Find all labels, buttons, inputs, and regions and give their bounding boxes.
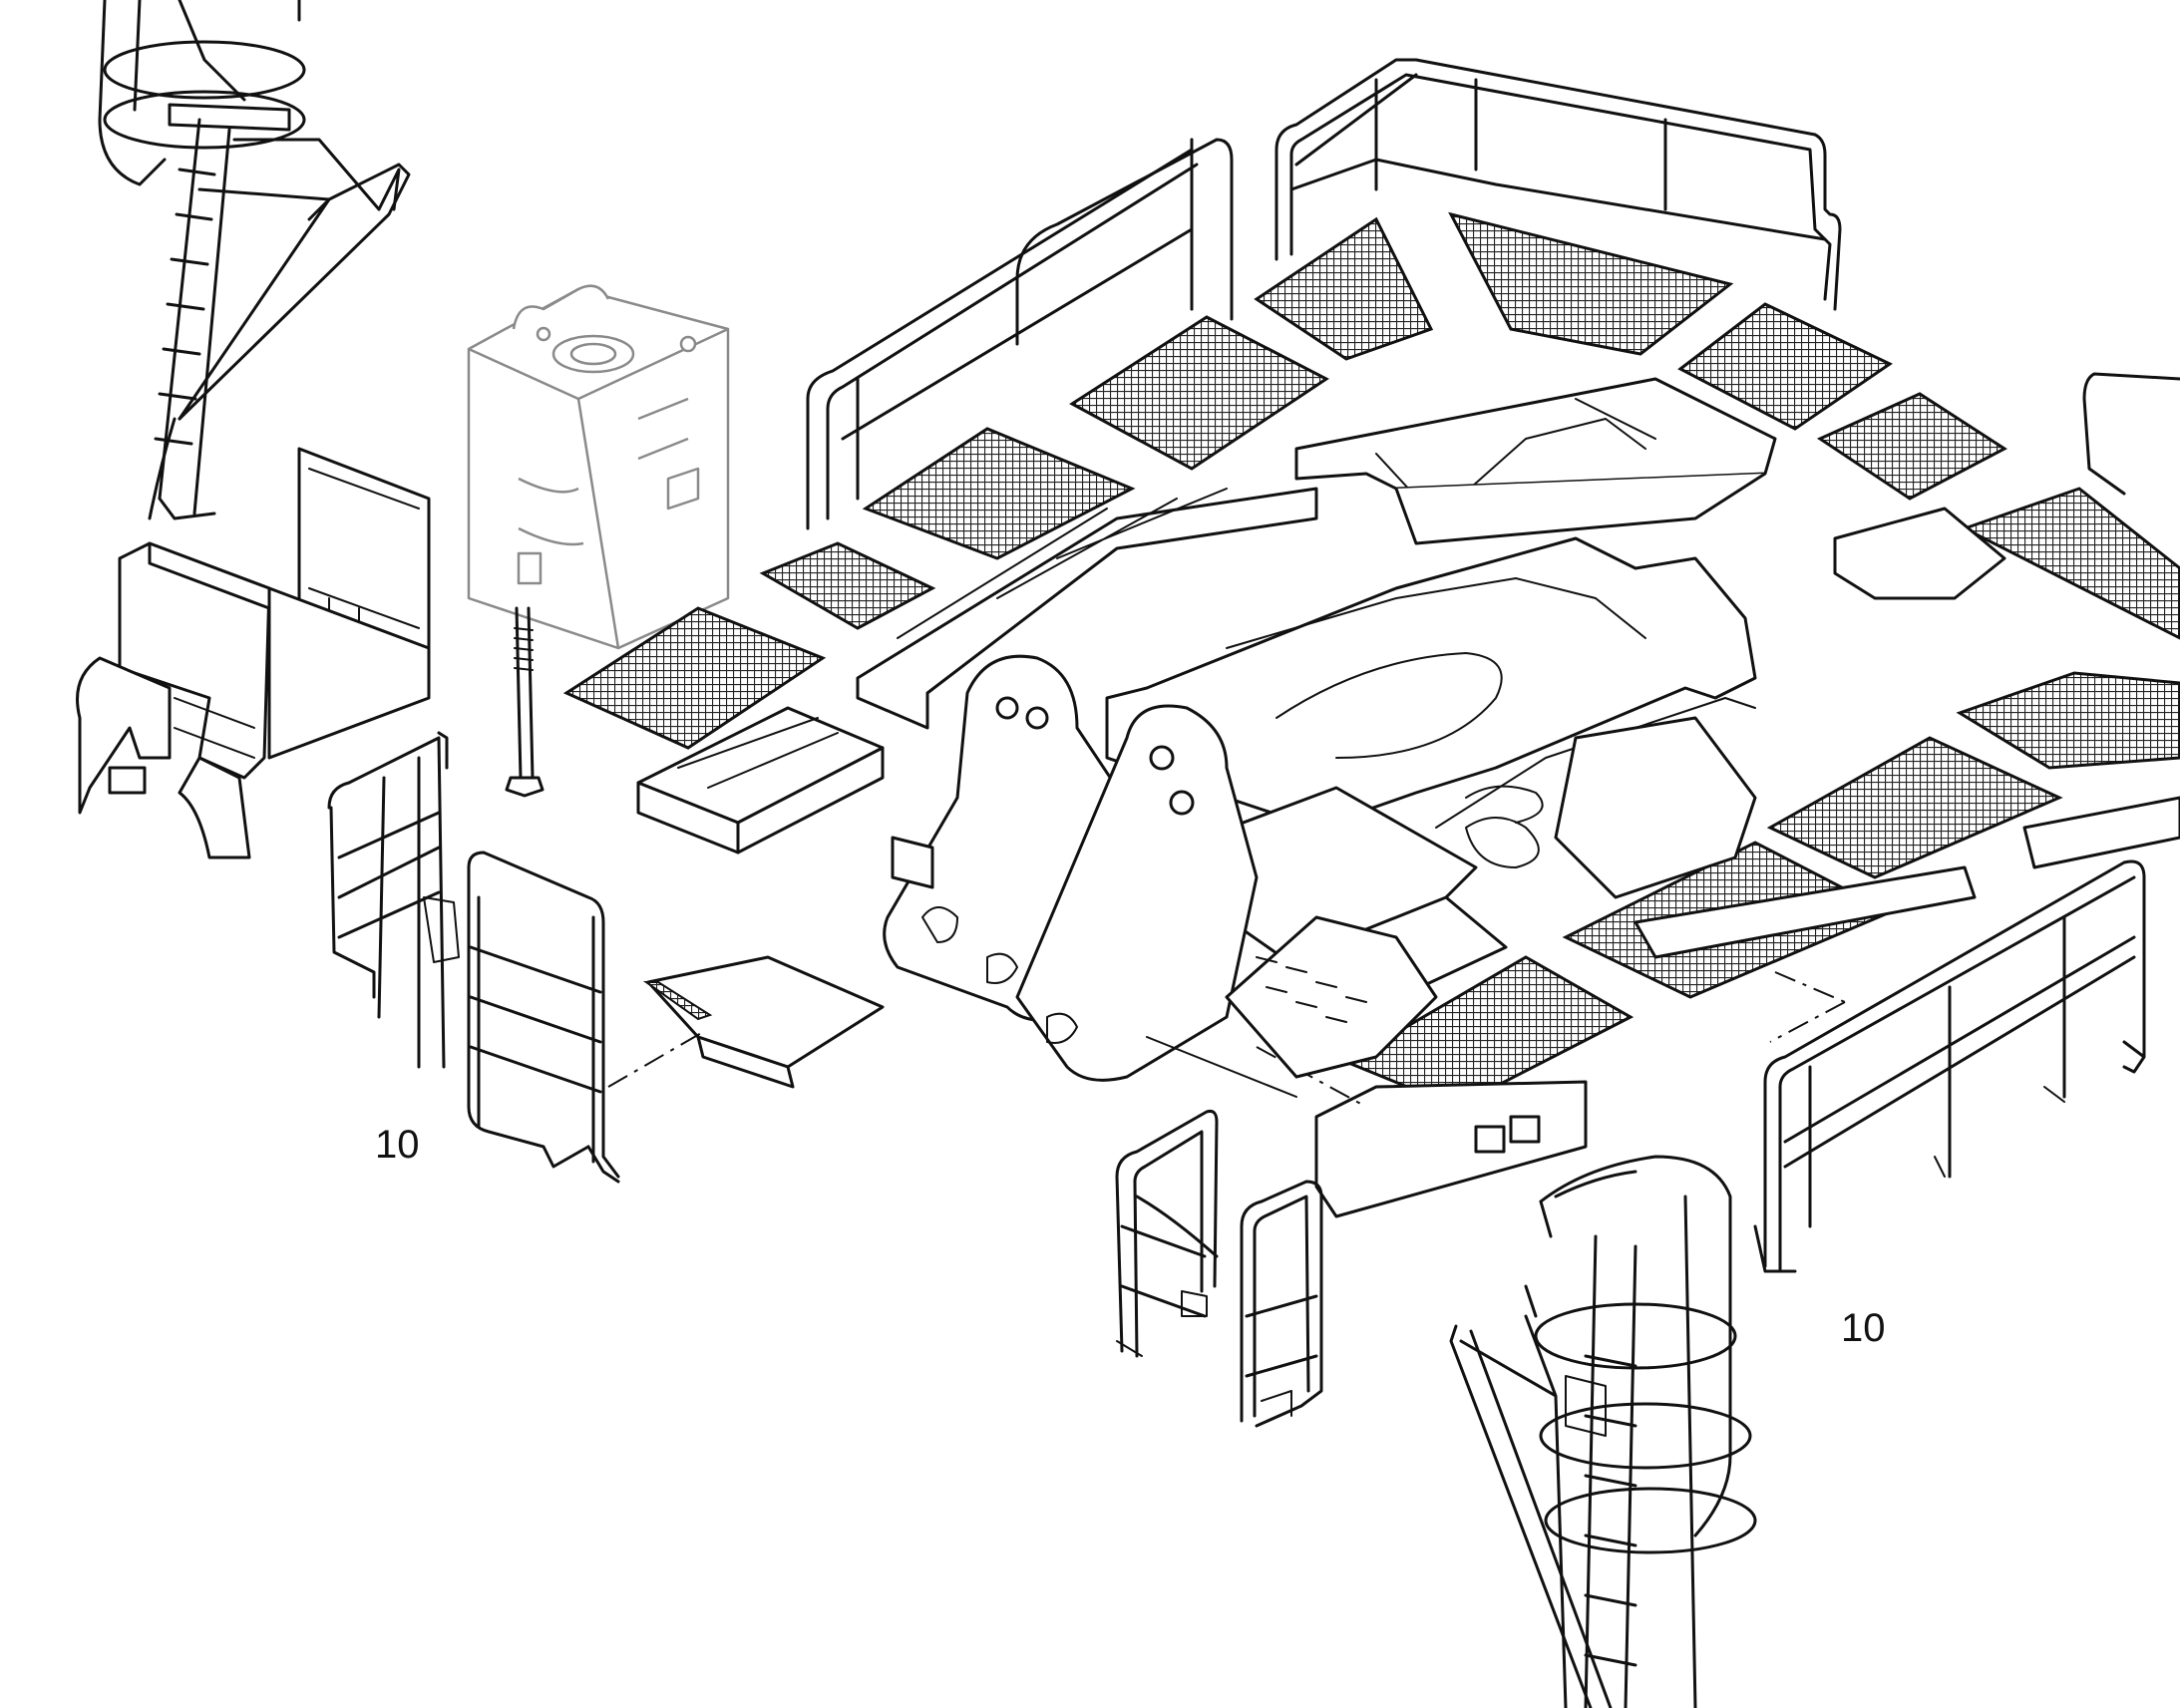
step-railing-front-b bbox=[1240, 1180, 1323, 1428]
caged-ladder-top-left bbox=[98, 0, 411, 520]
callout-label-left: 10 bbox=[375, 1123, 420, 1167]
walkway-beams bbox=[636, 377, 2180, 1218]
grating-panel bbox=[562, 606, 827, 750]
hydraulic-tank-faded bbox=[467, 284, 730, 650]
floor-panel-small bbox=[607, 955, 885, 1089]
guard-rail-front-right bbox=[1753, 859, 2146, 1273]
grating-panel bbox=[1448, 211, 1734, 356]
grating-panel bbox=[1961, 487, 2180, 640]
guard-rail-rear-right bbox=[1274, 58, 2180, 496]
grating-panel bbox=[862, 427, 1136, 560]
callout-label-right: 10 bbox=[1841, 1306, 1886, 1350]
main-chassis-frame bbox=[883, 536, 1757, 1098]
grating-panel bbox=[1677, 302, 1893, 431]
tank-bolt bbox=[505, 606, 545, 798]
step-railing-left-tall bbox=[467, 851, 620, 1184]
grating-panel bbox=[759, 541, 936, 630]
grating-panel bbox=[1254, 216, 1434, 361]
floor-gratings bbox=[562, 211, 2180, 1109]
step-railing-left-small bbox=[327, 731, 460, 1069]
operator-seat-console bbox=[76, 447, 431, 859]
grating-panel bbox=[1069, 315, 1329, 471]
caged-ladder-bottom-right bbox=[1449, 1155, 1757, 1708]
grating-panel bbox=[1816, 392, 2007, 501]
guard-rail-rear-left bbox=[806, 138, 1234, 530]
grating-panel bbox=[1956, 671, 2180, 770]
step-railing-front-a bbox=[1115, 1110, 1219, 1358]
grating-panel bbox=[1766, 736, 2063, 879]
